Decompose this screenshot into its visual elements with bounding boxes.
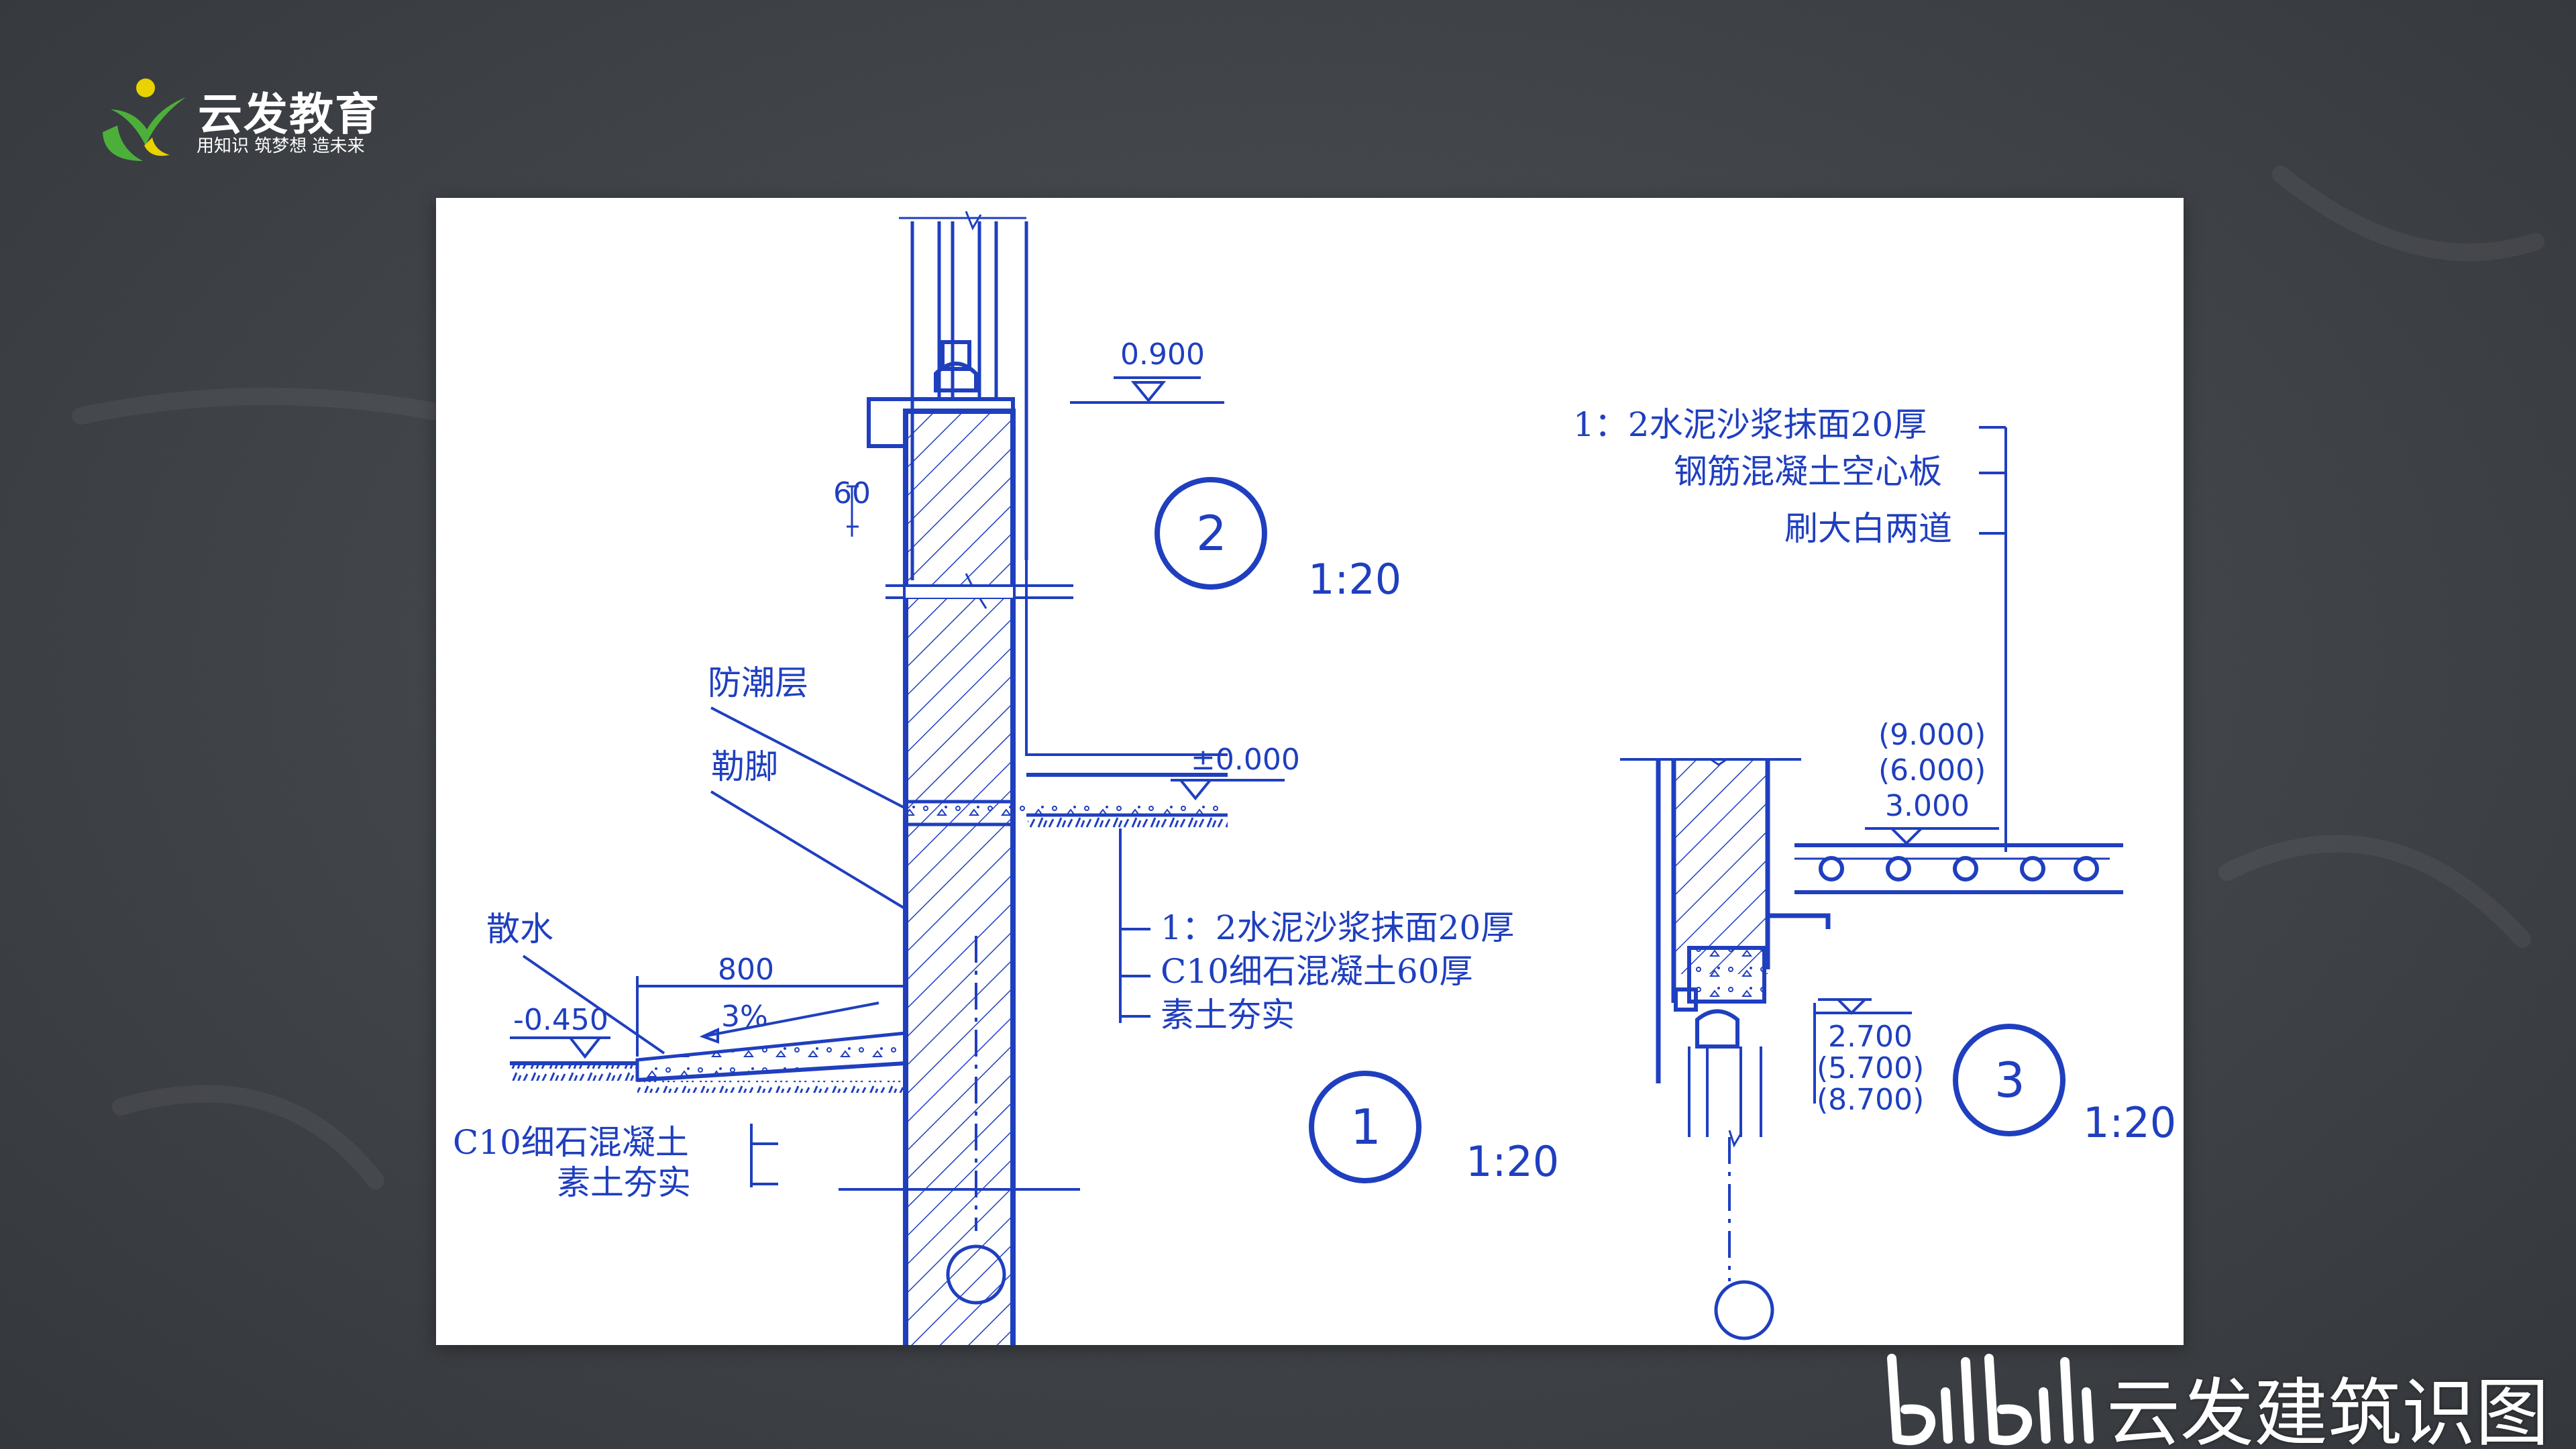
bilibili-logo-icon (1887, 1354, 2094, 1446)
logo-person-icon (103, 78, 186, 161)
floor-layer-3: 素土夯实 (1161, 996, 1295, 1034)
detail-3-number: 3 (1994, 1052, 2025, 1108)
elevation-m0450: -0.450 (513, 1003, 608, 1037)
detail-3-scale: 1:20 (2083, 1098, 2176, 1147)
bilibili-watermark: 云发建筑识图 (1878, 1345, 2576, 1449)
slab-elev-3000: 3.000 (1885, 789, 1970, 823)
apron-width-800: 800 (718, 953, 774, 987)
floor-layer-1: 1：2水泥沙浆抹面20厚 (1161, 908, 1514, 947)
lintel-elev-8700: (8.700) (1817, 1083, 1924, 1117)
apron-layer-2: 素土夯实 (557, 1163, 691, 1202)
slab-elev-6000: (6.000) (1878, 753, 1986, 788)
watermark-channel-name: 云发建筑识图 (2106, 1371, 2549, 1449)
dim-60: 60 (833, 476, 871, 511)
slab-elev-9000: (9.000) (1878, 718, 1986, 752)
label-dpc: 防潮层 (708, 663, 808, 702)
detail-2-number: 2 (1196, 505, 1227, 561)
detail-2-scale: 1:20 (1308, 555, 1401, 604)
elevation-0900: 0.900 (1120, 337, 1205, 372)
logo-slogan: 用知识 筑梦想 造未来 (197, 136, 365, 156)
detail-1-number: 1 (1350, 1099, 1381, 1155)
lintel-elev-2700: 2.700 (1828, 1020, 1913, 1054)
wall-section-drawing: 60 0.900 2 1:20 ±0.000 防潮层 勒脚 散水 (453, 211, 2176, 1345)
brand-logo: 云发教育 用知识 筑梦想 造未来 (91, 70, 406, 164)
apron-slope: 3% (721, 1000, 768, 1034)
label-apron: 散水 (486, 910, 553, 949)
ceiling-layer-3: 刷大白两道 (1784, 509, 1952, 548)
ceiling-layer-2: 钢筋混凝土空心板 (1674, 452, 1942, 491)
ceiling-layer-1: 1：2水泥沙浆抹面20厚 (1573, 405, 1927, 444)
floor-layer-2: C10细石混凝土60厚 (1161, 952, 1473, 991)
detail-1-scale: 1:20 (1466, 1137, 1559, 1186)
logo-title: 云发教育 (198, 89, 380, 140)
label-plinth: 勒脚 (711, 747, 778, 786)
construction-drawing-panel: 60 0.900 2 1:20 ±0.000 防潮层 勒脚 散水 (436, 198, 2184, 1345)
lintel-elev-5700: (5.700) (1817, 1051, 1924, 1085)
elevation-pm0000: ±0.000 (1191, 743, 1300, 777)
apron-layer-1: C10细石混凝土 (453, 1123, 689, 1162)
